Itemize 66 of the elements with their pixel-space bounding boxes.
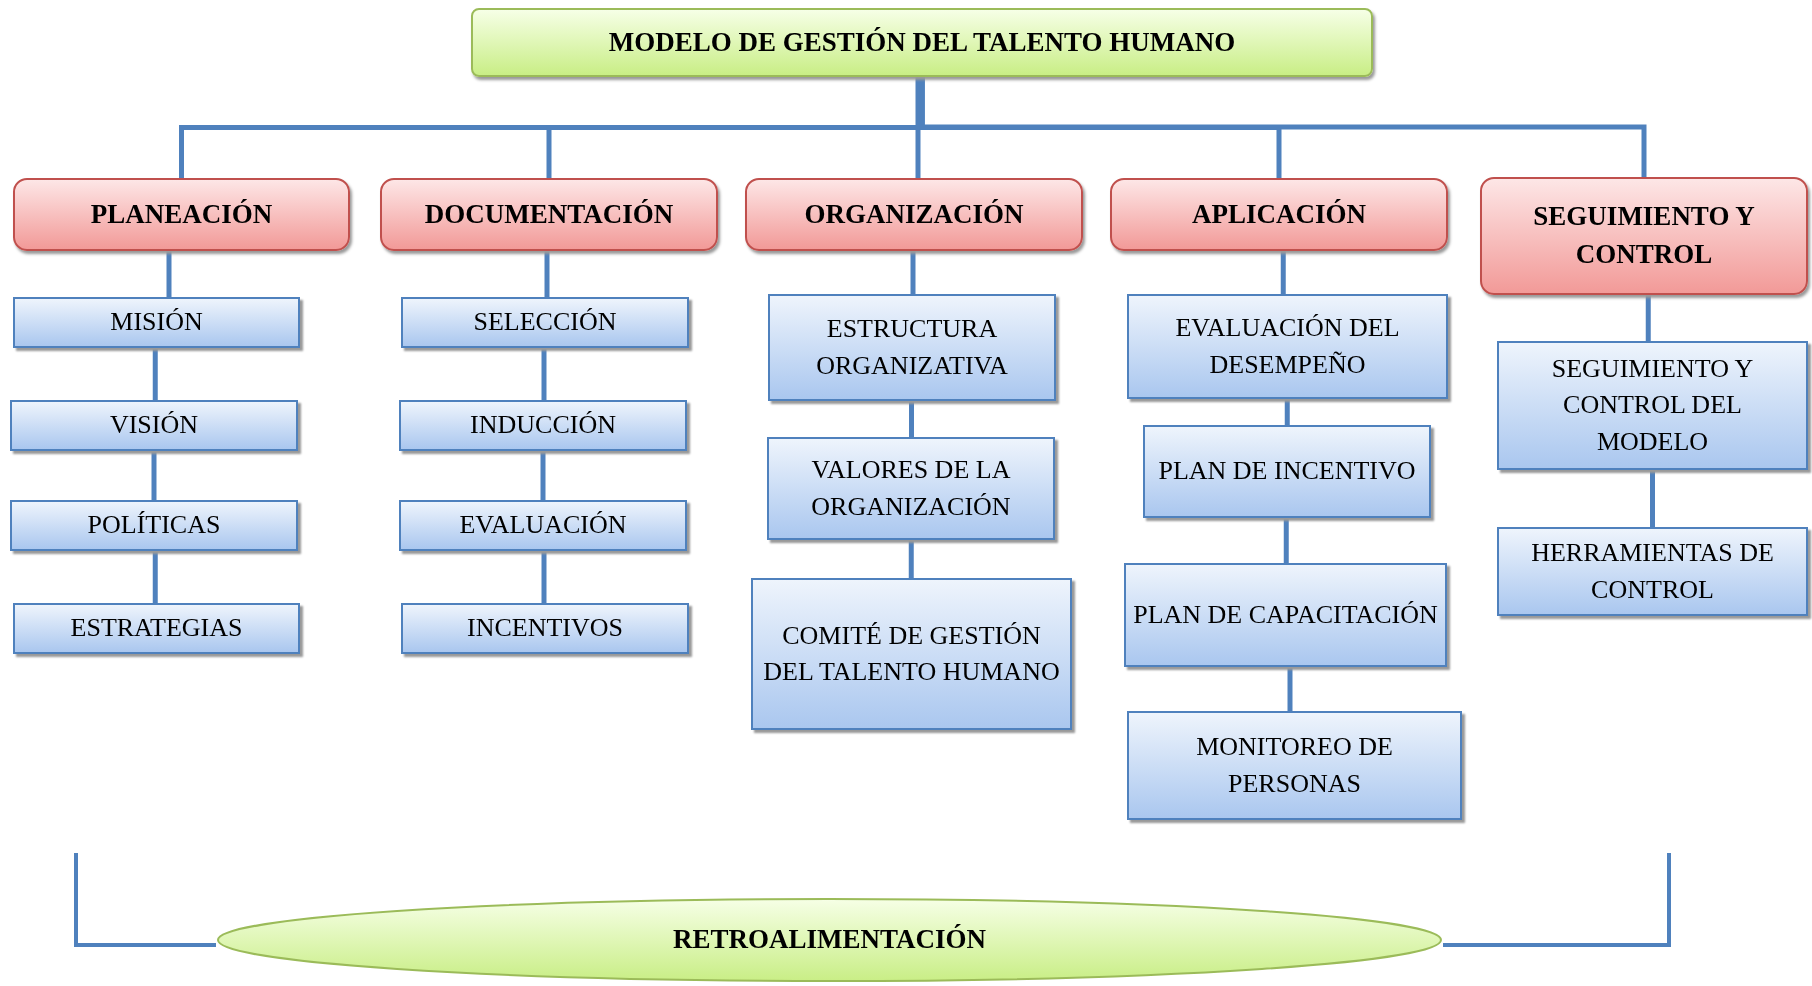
heading-label: DOCUMENTACIÓN bbox=[424, 197, 674, 231]
connector-line bbox=[1280, 251, 1286, 294]
item-label: MONITOREO DE PERSONAS bbox=[1195, 731, 1394, 800]
item-label: EVALUACIÓN DEL DESEMPEÑO bbox=[1174, 312, 1401, 381]
connector-line bbox=[541, 551, 547, 603]
connector-line bbox=[540, 451, 546, 500]
category-box bbox=[745, 178, 1083, 251]
item-label: SELECCIÓN bbox=[473, 306, 617, 339]
item-box bbox=[751, 578, 1072, 730]
connector-line bbox=[908, 540, 914, 578]
item-label: INCENTIVOS bbox=[467, 612, 623, 645]
item-label: INDUCCIÓN bbox=[470, 409, 616, 442]
connector-line bbox=[910, 251, 916, 294]
item-label: PLAN DE CAPACITACIÓN bbox=[1133, 598, 1438, 631]
item-box bbox=[1127, 294, 1448, 399]
item-box bbox=[1124, 563, 1447, 667]
item-box bbox=[767, 437, 1055, 540]
item-label: HERRAMIENTAS DE CONTROL bbox=[1530, 537, 1775, 606]
item-box bbox=[399, 400, 687, 451]
item-label: PLAN DE INCENTIVO bbox=[1158, 455, 1416, 488]
item-label: ESTRUCTURA ORGANIZATIVA bbox=[815, 313, 1009, 382]
item-label: COMITÉ DE GESTIÓN DEL TALENTO HUMANO bbox=[762, 619, 1061, 688]
item-label: MISIÓN bbox=[110, 306, 203, 339]
connector-line bbox=[152, 348, 158, 400]
title-box bbox=[471, 8, 1373, 77]
item-box bbox=[399, 500, 687, 551]
item-box bbox=[13, 297, 300, 348]
heading-label: APLICACIÓN bbox=[1192, 197, 1366, 231]
item-box bbox=[401, 297, 689, 348]
connector-line bbox=[1283, 518, 1289, 563]
item-box bbox=[768, 294, 1056, 401]
connector-line bbox=[909, 401, 914, 437]
connector-line bbox=[1650, 470, 1655, 527]
connector-line bbox=[1645, 295, 1651, 341]
item-box bbox=[1143, 425, 1431, 518]
item-box bbox=[10, 400, 298, 451]
connector-line bbox=[1287, 667, 1293, 711]
item-box bbox=[10, 500, 298, 551]
connector-line bbox=[152, 551, 158, 603]
connector-line bbox=[544, 251, 550, 297]
item-box bbox=[1497, 527, 1808, 616]
category-box bbox=[380, 178, 718, 251]
category-box bbox=[1480, 177, 1808, 295]
heading-label: MODELO DE GESTIÓN DEL TALENTO HUMANO bbox=[608, 25, 1236, 59]
item-label: VISIÓN bbox=[109, 409, 199, 442]
item-label: SEGUIMIENTO Y CONTROL DEL MODELO bbox=[1550, 352, 1755, 458]
item-box bbox=[13, 603, 300, 654]
item-label: POLÍTICAS bbox=[87, 509, 221, 542]
category-box bbox=[13, 178, 350, 251]
item-box bbox=[1497, 341, 1808, 470]
heading-label: ORGANIZACIÓN bbox=[804, 197, 1024, 231]
connector-line bbox=[151, 451, 157, 500]
item-label: VALORES DE LA ORGANIZACIÓN bbox=[810, 454, 1012, 523]
connector-line bbox=[166, 251, 172, 297]
category-box bbox=[1110, 178, 1448, 251]
item-label: EVALUACIÓN bbox=[459, 509, 627, 542]
item-box bbox=[1127, 711, 1462, 820]
item-label: ESTRATEGIAS bbox=[70, 612, 243, 645]
item-box bbox=[401, 603, 689, 654]
connector-line bbox=[1284, 399, 1290, 425]
connector-line bbox=[541, 348, 547, 400]
feedback-ellipse bbox=[216, 897, 1443, 983]
heading-label: PLANEACIÓN bbox=[90, 197, 273, 231]
connector-line bbox=[915, 77, 921, 178]
heading-label: SEGUIMIENTO Y CONTROL bbox=[1532, 200, 1756, 271]
heading-label: RETROALIMENTACIÓN bbox=[673, 923, 986, 957]
